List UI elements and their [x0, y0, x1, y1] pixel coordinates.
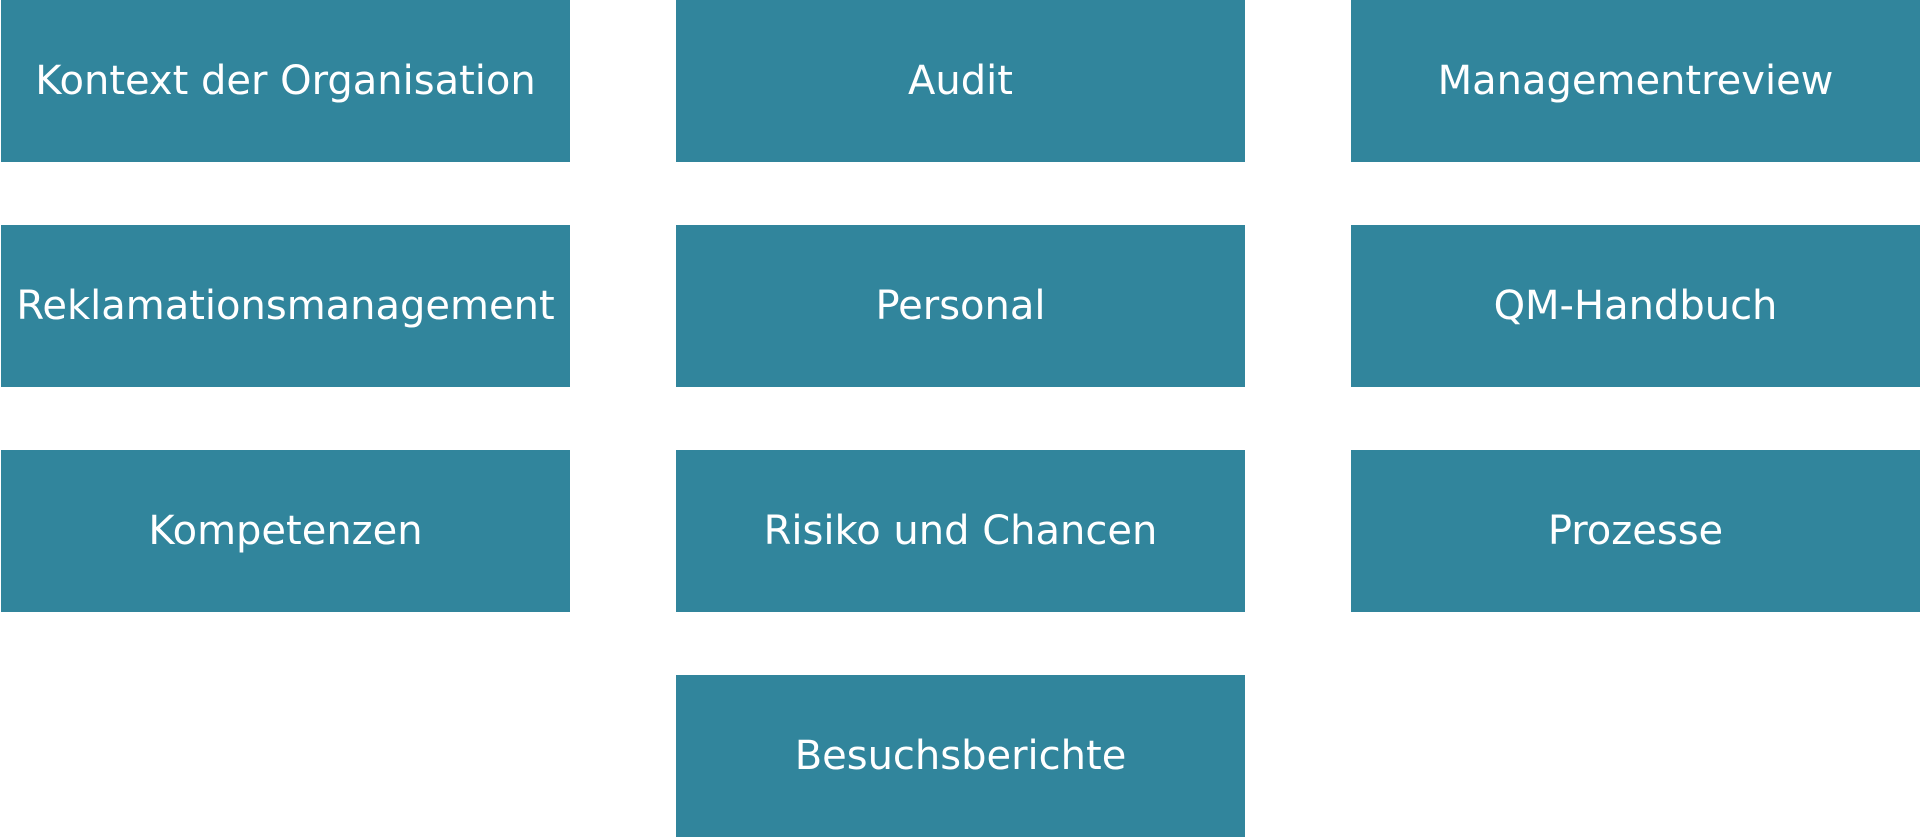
tile-qm-handbuch[interactable]: QM-Handbuch: [1351, 225, 1920, 387]
tile-reklamationsmanagement[interactable]: Reklamationsmanagement: [1, 225, 570, 387]
tile-audit[interactable]: Audit: [676, 0, 1245, 162]
tile-label: Personal: [875, 283, 1046, 329]
tile-label: Kontext der Organisation: [35, 58, 536, 104]
tile-prozesse[interactable]: Prozesse: [1351, 450, 1920, 612]
tile-label: Managementreview: [1437, 58, 1834, 104]
tile-label: QM-Handbuch: [1493, 283, 1778, 329]
tile-besuchsberichte[interactable]: Besuchsberichte: [676, 675, 1245, 837]
tile-personal[interactable]: Personal: [676, 225, 1245, 387]
tile-kompetenzen[interactable]: Kompetenzen: [1, 450, 570, 612]
tile-label: Besuchsberichte: [794, 733, 1127, 779]
tile-managementreview[interactable]: Managementreview: [1351, 0, 1920, 162]
tile-kontext-der-organisation[interactable]: Kontext der Organisation: [1, 0, 570, 162]
tile-label: Prozesse: [1547, 508, 1724, 554]
tile-label: Reklamationsmanagement: [16, 283, 555, 329]
tile-label: Audit: [908, 58, 1013, 104]
tile-label: Kompetenzen: [148, 508, 423, 554]
tile-label: Risiko und Chancen: [763, 508, 1158, 554]
tile-risiko-und-chancen[interactable]: Risiko und Chancen: [676, 450, 1245, 612]
